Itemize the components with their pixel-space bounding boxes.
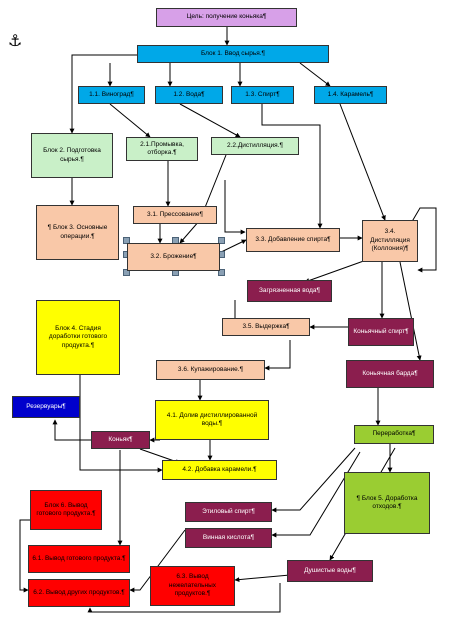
b12-box[interactable]: 1.2. Вода¶ bbox=[155, 86, 223, 104]
etil-spirt-box[interactable]: Этиловый спирт¶ bbox=[185, 502, 272, 522]
b62-box[interactable]: 6.2. Вывод других продуктов.¶ bbox=[28, 579, 130, 607]
b36-box[interactable]: 3.6. Купажирование.¶ bbox=[156, 360, 265, 380]
b35-box[interactable]: 3.5. Выдержка¶ bbox=[222, 318, 310, 336]
selection-handle[interactable] bbox=[218, 237, 225, 244]
b42-box[interactable]: 4.2. Добавка карамели.¶ bbox=[162, 460, 277, 480]
selection-handle[interactable] bbox=[218, 269, 225, 276]
zagr-vody-box[interactable]: Загрязненная вода¶ bbox=[247, 280, 332, 302]
pererabotka-box[interactable]: Переработка¶ bbox=[354, 425, 434, 444]
dush-vody-box[interactable]: Душистые воды¶ bbox=[287, 560, 373, 582]
b21-box[interactable]: 2.1.Промывка, отборка.¶ bbox=[126, 137, 198, 161]
b13-box[interactable]: 1.3. Спирт¶ bbox=[231, 86, 294, 104]
b34-box[interactable]: 3.4. Дистилляция (Коллония)¶ bbox=[362, 220, 418, 262]
b63-box[interactable]: 6.3. Вывод нежелательных продуктов.¶ bbox=[150, 566, 235, 606]
kon-spirt-box[interactable]: Коньячный спирт¶ bbox=[348, 318, 414, 346]
anchor-icon: ⚓ bbox=[8, 33, 23, 50]
konyak-box[interactable]: Коньяк¶ bbox=[91, 431, 150, 449]
kon-barda-box[interactable]: Коньячная барда¶ bbox=[346, 360, 434, 388]
goal-box[interactable]: Цель: получение коньяка¶ bbox=[156, 8, 297, 27]
b41-box[interactable]: 4.1. Долив дистиллированной воды.¶ bbox=[155, 400, 269, 440]
b22-box[interactable]: 2.2.Дистилляция.¶ bbox=[211, 137, 299, 155]
selection-handle[interactable] bbox=[123, 237, 130, 244]
block6-box[interactable]: Блок 6. Вывод готового продукта.¶ bbox=[30, 490, 102, 530]
vinn-kislota-box[interactable]: Винная кислота¶ bbox=[185, 528, 272, 548]
b61-box[interactable]: 6.1. Вывод готового продукта.¶ bbox=[28, 545, 130, 573]
b14-box[interactable]: 1.4. Карамель¶ bbox=[314, 86, 387, 104]
b33-box[interactable]: 3.3. Добавление спирта¶ bbox=[246, 228, 340, 252]
block1-box[interactable]: Блок 1. Ввод сырья.¶ bbox=[137, 45, 329, 63]
selection-handle[interactable] bbox=[123, 269, 130, 276]
block2-box[interactable]: Блок 2. Подготовка сырья.¶ bbox=[31, 133, 113, 178]
b32-box[interactable]: 3.2. Брожение¶ bbox=[127, 243, 220, 271]
block5-box[interactable]: ¶ Блок 5. Доработка отходов.¶ bbox=[344, 472, 430, 534]
block3-box[interactable]: ¶ Блок 3. Основные операции.¶ bbox=[36, 205, 119, 260]
b11-box[interactable]: 1.1. Виноград¶ bbox=[78, 86, 145, 104]
b31-box[interactable]: 3.1. Прессование¶ bbox=[133, 206, 217, 224]
reserve-box[interactable]: Резервуары¶ bbox=[12, 396, 80, 418]
block4-box[interactable]: Блок 4. Стадия доработки готового продук… bbox=[36, 300, 120, 375]
